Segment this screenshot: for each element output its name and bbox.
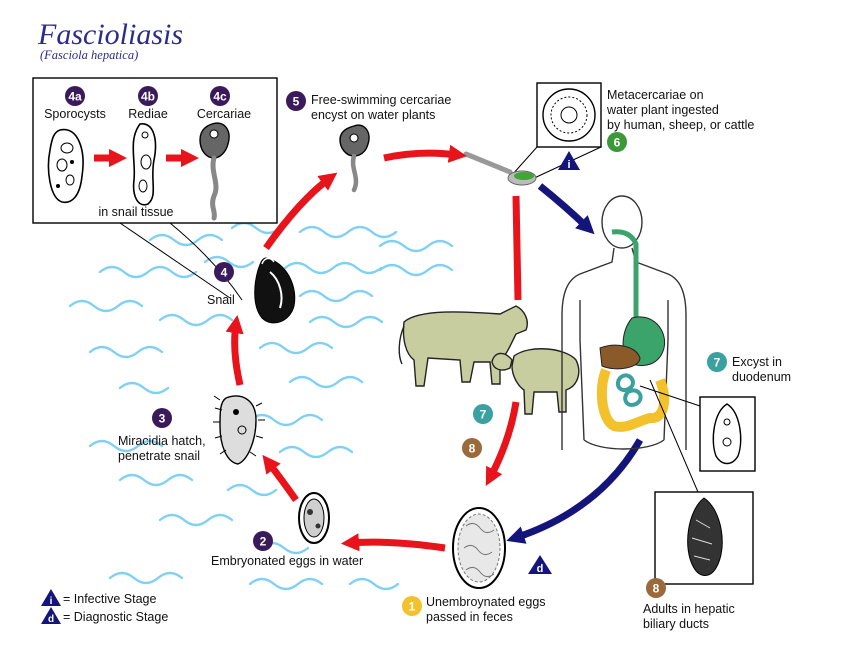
label-stage-6-line1: Metacercariae on <box>607 88 704 102</box>
svg-text:d: d <box>537 563 544 575</box>
label-stage-2: Embryonated eggs in water <box>211 554 363 568</box>
badge-4a: 4a <box>65 86 85 106</box>
label-stage-1-line2: passed in feces <box>426 610 513 624</box>
miracidium-illustration <box>213 395 265 465</box>
svg-text:i: i <box>567 159 570 171</box>
label-stage-8-line2: biliary ducts <box>643 617 709 631</box>
badge-5: 5 <box>286 91 306 111</box>
label-stage-6-line2: water plant ingested <box>606 103 719 117</box>
badge-8-adults: 8 <box>646 578 666 598</box>
diagnostic-stage-marker: d <box>528 555 552 575</box>
badge-4c: 4c <box>210 86 230 106</box>
svg-text:i: i <box>50 596 53 607</box>
blue-arrows <box>506 183 644 544</box>
svg-text:3: 3 <box>159 412 166 426</box>
diagram-title: Fascioliasis <box>37 18 183 51</box>
badge-6: 6 <box>607 132 627 152</box>
embryonated-egg-illustration <box>298 492 330 544</box>
badge-1: 1 <box>402 596 422 616</box>
label-in-snail-tissue: in snail tissue <box>98 205 173 219</box>
svg-text:7: 7 <box>714 356 721 370</box>
label-snail: Snail <box>207 293 235 307</box>
label-stage-7-line2: duodenum <box>732 370 791 384</box>
svg-text:4b: 4b <box>141 90 155 104</box>
cow-illustration <box>398 305 528 387</box>
adult-fluke-inset <box>654 491 754 585</box>
water-waves <box>68 221 454 591</box>
label-stage-3-line2: penetrate snail <box>118 449 200 463</box>
label-stage-7-line1: Excyst in <box>732 355 782 369</box>
pointer-line-duodenum <box>639 385 701 407</box>
metacercaria-inset <box>511 82 602 181</box>
badge-3: 3 <box>152 408 172 428</box>
label-cercariae: Cercariae <box>197 107 251 121</box>
sporocyst-illustration <box>47 128 84 204</box>
svg-text:2: 2 <box>260 535 267 549</box>
label-stage-6-line3: by human, sheep, or cattle <box>607 118 754 132</box>
human-outline-illustration <box>561 195 687 450</box>
excysted-metacercaria-inset <box>699 396 756 472</box>
badge-8-animals: 8 <box>462 438 482 458</box>
redia-illustration <box>132 123 157 206</box>
infective-stage-marker: i <box>558 151 580 171</box>
legend-diagnostic: d = Diagnostic Stage <box>41 607 168 625</box>
badge-7-animals: 7 <box>473 404 493 424</box>
diagram-subtitle: (Fasciola hepatica) <box>40 48 138 62</box>
badge-2: 2 <box>253 531 273 551</box>
legend-diagnostic-label: = Diagnostic Stage <box>63 610 168 624</box>
svg-text:1: 1 <box>409 600 416 614</box>
red-cycle-arrows <box>225 144 522 552</box>
svg-text:4a: 4a <box>68 90 82 104</box>
spoon-with-plant <box>463 151 537 186</box>
label-stage-8-line1: Adults in hepatic <box>643 602 735 616</box>
cercaria-illustration <box>199 122 230 221</box>
svg-text:8: 8 <box>653 582 660 596</box>
label-stage-5-line1: Free-swimming cercariae <box>311 93 451 107</box>
free-cercaria-illustration <box>339 124 370 193</box>
legend-infective: i = Infective Stage <box>41 589 157 607</box>
pointer-line-liver <box>649 379 699 493</box>
badge-7-duodenum: 7 <box>707 352 727 372</box>
label-stage-3-line1: Miracidia hatch, <box>118 434 206 448</box>
svg-text:d: d <box>48 614 54 625</box>
label-stage-5-line2: encyst on water plants <box>311 108 435 122</box>
svg-text:4: 4 <box>221 266 228 280</box>
label-rediae: Rediae <box>128 107 168 121</box>
svg-text:4c: 4c <box>213 90 227 104</box>
legend-infective-label: = Infective Stage <box>63 592 157 606</box>
unembryonated-egg-illustration <box>452 507 506 589</box>
svg-text:7: 7 <box>480 408 487 422</box>
badge-4: 4 <box>214 262 234 282</box>
svg-text:6: 6 <box>614 136 621 150</box>
label-stage-1-line1: Unembroynated eggs <box>426 595 546 609</box>
label-sporocysts: Sporocysts <box>44 107 106 121</box>
snail-illustration <box>254 257 296 324</box>
digestive-tract-illustration <box>596 229 670 432</box>
sheep-illustration <box>491 348 580 415</box>
svg-text:5: 5 <box>293 95 300 109</box>
svg-text:8: 8 <box>469 442 476 456</box>
badge-4b: 4b <box>138 86 158 106</box>
